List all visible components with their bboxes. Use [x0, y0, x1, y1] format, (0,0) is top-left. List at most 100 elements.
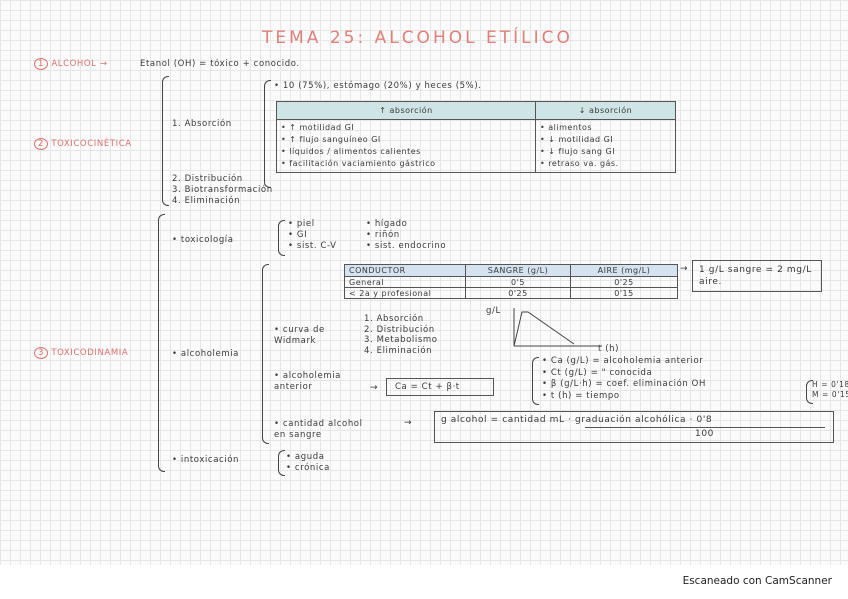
list-item: • ↑ motilidad GI	[281, 123, 355, 132]
alcohol-definition: Etanol (OH) = tóxico + conocido.	[140, 59, 300, 69]
table-header: AIRE (mg/L)	[570, 264, 678, 277]
driver-limits-table: CONDUCTOR SANGRE (g/L) AIRE (mg/L) Gener…	[344, 264, 678, 299]
list-item: • Ca (g/L) = alcoholemia anterior	[542, 356, 704, 366]
table-row: < 2a y profesional 0'25 0'15	[344, 287, 678, 299]
organ-list-1: • piel • GI • sist. C-V	[288, 219, 337, 252]
list-item: 1. Absorción	[364, 314, 424, 324]
list-item: • ↓ flujo sang GI	[540, 147, 616, 156]
list-item: • facilitación vaciamiento gástrico	[281, 159, 436, 168]
table-cell: 0'25	[570, 276, 678, 288]
concentration-curve	[513, 311, 575, 347]
section-number: 3	[34, 347, 49, 359]
brace	[264, 80, 271, 188]
list-item: • aguda	[286, 452, 325, 462]
list-item: • piel	[288, 219, 315, 229]
list-item: 2. Distribución	[364, 324, 435, 335]
section-number: 1	[34, 58, 49, 70]
cantidad-label: • cantidad alcohol en sangre	[274, 419, 363, 441]
beta-coefficients: H = 0'18 M = 0'15	[812, 380, 848, 400]
intoxicacion-label: • intoxicación	[172, 455, 240, 465]
brace	[532, 357, 539, 405]
formula-definitions: • Ca (g/L) = alcoholemia anterior • Ct (…	[542, 356, 706, 402]
list-item: • ↑ flujo sanguíneo GI	[281, 135, 381, 144]
notebook-page: TEMA 25: ALCOHOL ETÍLICO 1 ALCOHOL → Eta…	[0, 0, 848, 565]
table-header: ↓ absorción	[535, 101, 676, 120]
section-2-heading: 2 TOXICOCINÉTICA	[34, 138, 132, 150]
fraction-line	[585, 427, 825, 428]
brace	[278, 220, 285, 256]
list-item: 3. Metabolismo	[364, 335, 438, 345]
toxicologia-label: • toxicología	[172, 235, 234, 245]
section-number: 2	[34, 138, 49, 150]
equivalence-box: 1 g/L sangre = 2 mg/L aire.	[692, 260, 822, 292]
amount-numerator: g alcohol = cantidad mL · graduación alc…	[441, 415, 713, 425]
table-cell: 0'5	[465, 276, 571, 288]
arrow-icon: →	[680, 264, 688, 274]
widmark-steps: 1. Absorción 2. Distribución 3. Metaboli…	[364, 314, 438, 356]
alcohol-amount-box: g alcohol = cantidad mL · graduación alc…	[434, 411, 834, 443]
label-line: en sangre	[274, 430, 322, 440]
brace	[158, 214, 165, 472]
graph-x-label: t (h)	[598, 344, 620, 354]
section-3-heading: 3 TOXICODINAMIA	[34, 347, 129, 359]
brace	[262, 264, 269, 444]
decrease-list: • alimentos • ↓ motilidad GI • ↓ flujo s…	[535, 119, 676, 173]
list-item: • sist. endocrino	[366, 241, 447, 251]
table-cell: 0'25	[465, 287, 571, 299]
absorcion-label: 1. Absorción	[172, 119, 232, 129]
label-line: • cantidad alcohol	[274, 419, 363, 429]
list-item: M = 0'15	[812, 390, 848, 399]
list-item: • β (g/L·h) = coef. eliminación OH	[542, 379, 706, 389]
list-item: • GI	[288, 230, 308, 240]
list-item: • retraso va. gás.	[540, 159, 619, 168]
list-item: • alimentos	[540, 123, 593, 132]
table-cell: General	[344, 276, 466, 288]
equivalence-text: 1 g/L sangre = 2 mg/L aire.	[699, 265, 812, 287]
list-item: • hígado	[366, 219, 408, 229]
table-header: CONDUCTOR	[344, 264, 466, 277]
distribucion-label: 2. Distribución	[172, 174, 243, 184]
biotransformacion-label: 3. Biotransformación	[172, 185, 273, 195]
label-line: anterior	[274, 382, 313, 392]
list-item: • crónica	[286, 463, 330, 473]
list-item: H = 0'18	[812, 380, 848, 389]
table-header: SANGRE (g/L)	[465, 264, 571, 277]
label-line: Widmark	[274, 336, 317, 346]
organ-list-2: • hígado • riñón • sist. endocrino	[366, 219, 446, 252]
page-title: TEMA 25: ALCOHOL ETÍLICO	[262, 28, 573, 48]
alcoholemia-label: • alcoholemia	[172, 349, 239, 359]
absorption-table: ↑ absorción ↓ absorción • ↑ motilidad GI…	[276, 101, 676, 173]
table-header: ↑ absorción	[276, 101, 536, 120]
brace	[162, 76, 169, 206]
scanner-watermark: Escaneado con CamScanner	[682, 575, 832, 587]
list-item: • ↓ motilidad GI	[540, 135, 614, 144]
label-line: • alcoholemia	[274, 371, 341, 381]
table-cell: < 2a y profesional	[344, 287, 466, 299]
widmark-label: • curva de Widmark	[274, 325, 325, 347]
brace	[278, 450, 285, 476]
list-item: • sist. C-V	[288, 241, 337, 251]
list-item: • líquidos / alimentos calientes	[281, 147, 421, 156]
amount-denominator: 100	[695, 429, 714, 439]
arrow-icon: →	[370, 383, 378, 393]
formula: Ca = Ct + β·t	[395, 382, 460, 392]
anterior-label: • alcoholemia anterior	[274, 371, 341, 393]
list-item: • t (h) = tiempo	[542, 390, 620, 401]
table-cell: 0'15	[570, 287, 678, 299]
list-item: • Ct (g/L) = " conocida	[542, 367, 653, 378]
increase-list: • ↑ motilidad GI • ↑ flujo sanguíneo GI …	[276, 119, 536, 173]
list-item: 4. Eliminación	[364, 345, 433, 356]
section-label: ALCOHOL	[51, 59, 97, 69]
intoxication-types: • aguda • crónica	[286, 452, 330, 474]
absorcion-line: • 10 (75%), estómago (20%) y heces (5%).	[274, 81, 482, 91]
section-label: TOXICODINAMIA	[51, 348, 129, 358]
section-label: TOXICOCINÉTICA	[51, 139, 132, 149]
label-line: • curva de	[274, 325, 325, 335]
table-row: General 0'5 0'25	[344, 276, 678, 288]
widmark-curve-graph	[513, 308, 602, 347]
list-item: • riñón	[366, 230, 400, 240]
eliminacion-label: 4. Eliminación	[172, 196, 241, 206]
arrow-icon: →	[404, 418, 412, 428]
brace	[806, 380, 813, 404]
graph-y-label: g/L	[486, 306, 501, 316]
